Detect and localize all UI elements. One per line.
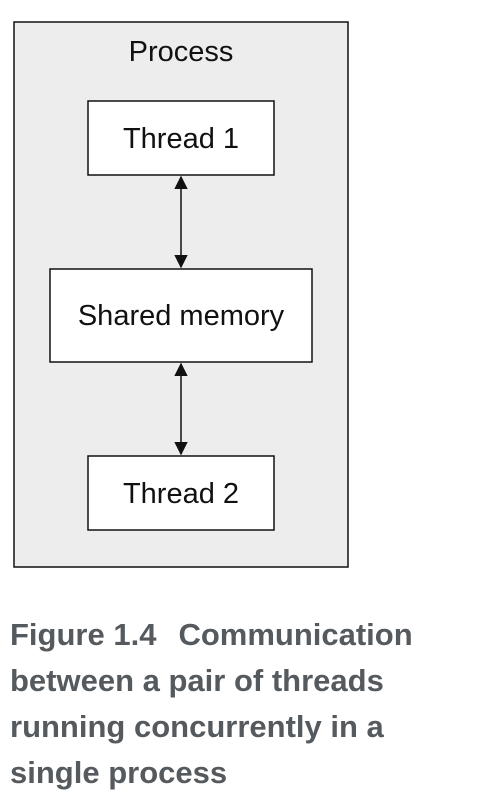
figure-caption-text: Communication between a pair of threads … <box>10 617 413 790</box>
process-label: Process <box>129 36 234 68</box>
diagram-canvas: Process Thread 1 Shared memory Thread 2 <box>13 21 349 568</box>
shared-memory-label: Shared memory <box>78 300 285 332</box>
thread-2-box <box>87 455 275 531</box>
shared-memory-box <box>49 268 313 363</box>
figure-number: Figure 1.4 <box>10 617 157 652</box>
thread-1-box <box>87 100 275 176</box>
thread-2-label: Thread 2 <box>123 478 239 510</box>
thread-1-label: Thread 1 <box>123 123 239 155</box>
